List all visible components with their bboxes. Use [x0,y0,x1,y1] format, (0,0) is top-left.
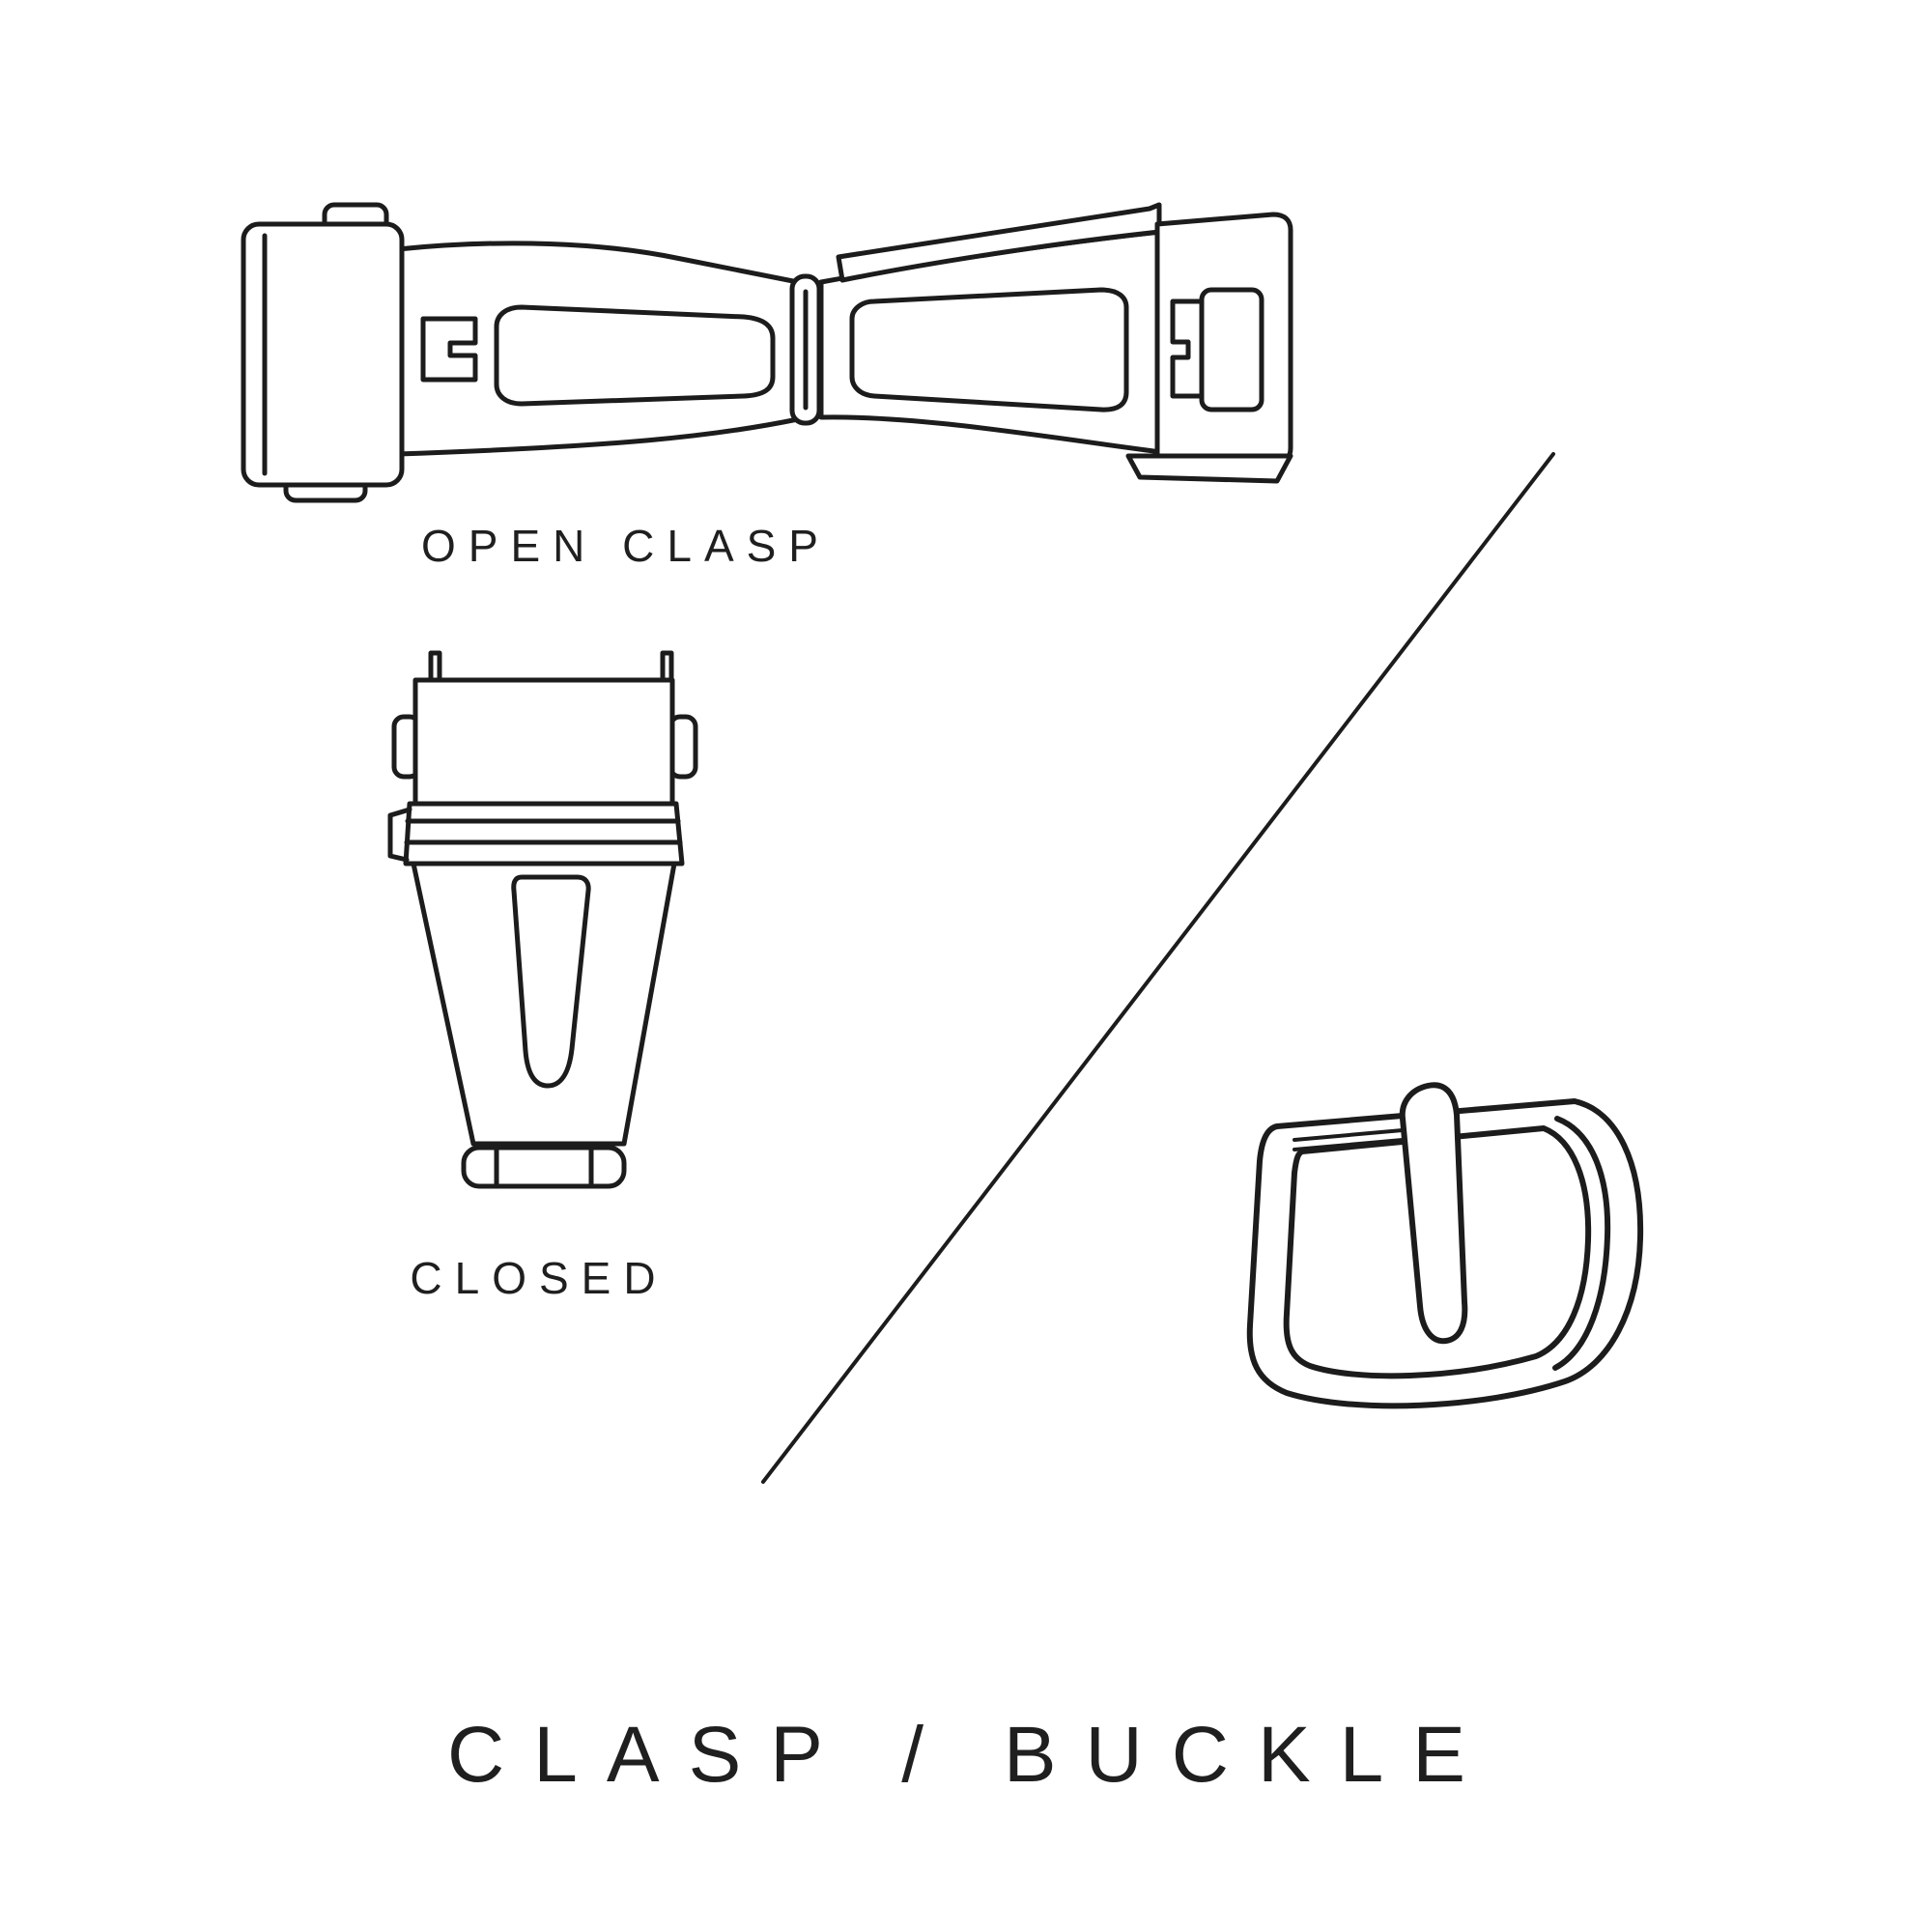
closed-clasp-icon [387,650,698,1189]
open-clasp-left-inset [494,304,776,407]
open-clasp-bottom-tab [1125,453,1293,484]
open-clasp-right-inset [849,287,1129,412]
divider-line [761,452,1555,1484]
open-clasp-right-slot [1199,287,1264,412]
closed-clasp-label: CLOSED [410,1253,668,1303]
tang-buckle-icon [1246,1082,1644,1409]
diagram-title: CLASP / BUCKLE [447,1711,1494,1799]
open-clasp-right-hook [1170,298,1205,399]
closed-clasp-band [403,801,685,867]
open-clasp-label: OPEN CLASP [421,521,831,571]
buckle-spring-bar-top [1293,1128,1405,1142]
closed-clasp-body [411,861,677,1147]
open-clasp-icon [241,202,1293,503]
open-clasp-hook [420,316,478,383]
open-clasp-left-arm [395,241,801,457]
buckle-tang [1399,1082,1468,1345]
buckle-spring-bar-bottom [1293,1138,1405,1151]
closed-clasp-band-notch [387,807,412,863]
closed-clasp-slot [511,874,591,1089]
buckle-right-bar-edge [1552,1116,1611,1371]
open-clasp-left-block [241,221,405,488]
closed-clasp-top-block [412,677,675,807]
closed-clasp-foot [461,1145,627,1189]
open-clasp-right-block [1154,212,1293,467]
